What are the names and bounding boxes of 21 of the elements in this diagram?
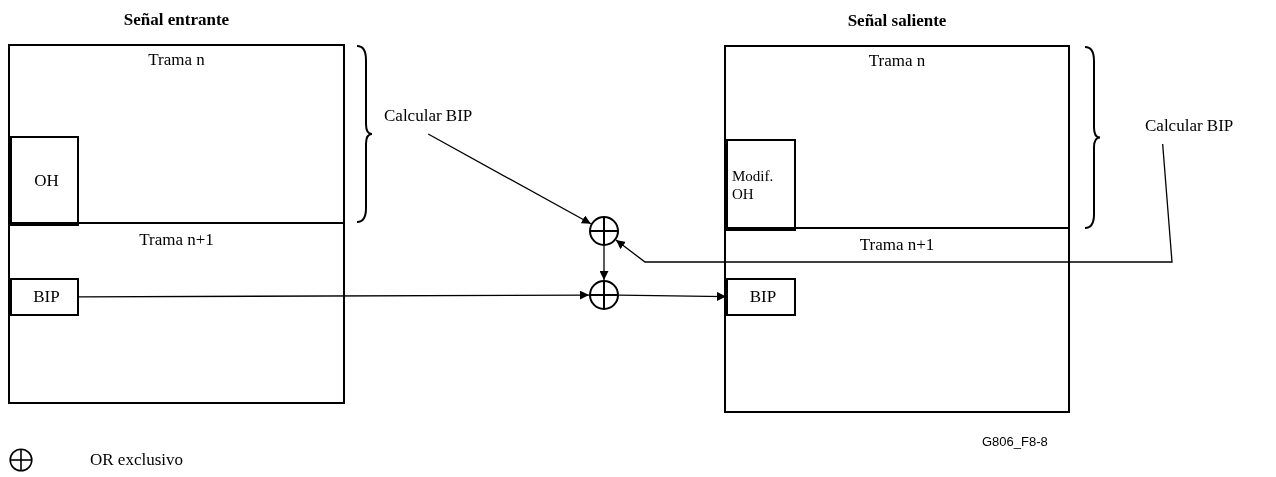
arrow	[427, 133, 592, 225]
annotation-text: Calcular BIP	[1145, 116, 1234, 136]
bip-box: BIP	[10, 278, 79, 316]
frame-title: Trama n	[867, 51, 927, 71]
arrow	[618, 291, 727, 301]
xor-symbol	[589, 280, 619, 310]
panel-heading: Señal saliente	[846, 11, 948, 31]
xor-symbol	[589, 216, 619, 246]
frame-title: Trama n+1	[138, 230, 215, 250]
bip-box: BIP	[726, 278, 796, 316]
annotation-text: Calcular BIP	[384, 106, 473, 126]
panel-heading: Señal entrante	[122, 10, 231, 30]
overhead-box: Modif. OH	[726, 139, 796, 231]
overhead-box: OH	[10, 136, 79, 226]
frame-title: Trama n+1	[858, 235, 936, 255]
arrow	[615, 143, 1173, 263]
arrow	[599, 245, 609, 281]
figure-number: G806_F8-8	[982, 434, 1048, 449]
legend-text: OR exclusivo	[90, 450, 184, 470]
frame-title: Trama n	[147, 50, 206, 70]
arrow	[78, 290, 590, 300]
